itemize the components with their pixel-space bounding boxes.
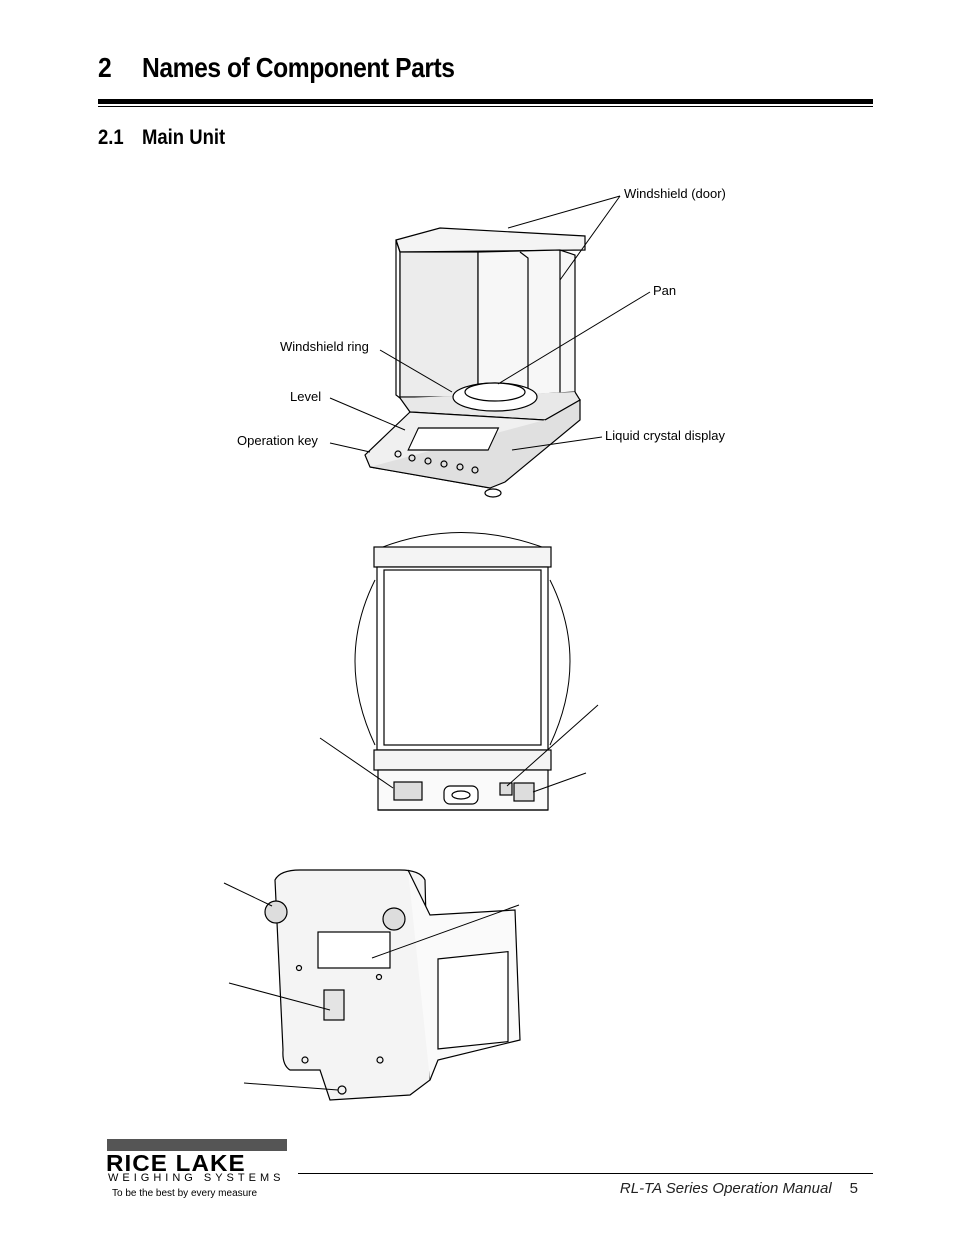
footer: RL-TA Series Operation Manual 5 (620, 1180, 858, 1197)
leader-lines-bottom (223, 882, 520, 1091)
callout-operation-key: Operation key (237, 433, 318, 448)
callout-pan: Pan (653, 283, 677, 298)
section-heading: 2 Names of Component Parts (98, 52, 455, 84)
logo-bar (107, 1139, 287, 1151)
leader-lines-rear (319, 704, 599, 793)
front-view-illustration (364, 227, 586, 498)
subsection-title: Main Unit (142, 126, 226, 149)
subsection-heading: 2.1 Main Unit (98, 126, 225, 150)
callout-windshield-ring: Windshield ring (280, 339, 369, 354)
heading-rule-thin (98, 106, 873, 107)
manual-title: RL-TA Series Operation Manual (619, 1180, 832, 1197)
bottom-view-illustration (264, 869, 521, 1101)
leader-lines-front (329, 195, 651, 453)
callout-windshield-door: Windshield (door) (624, 186, 726, 201)
page-number: 5 (849, 1180, 858, 1197)
subsection-number: 2.1 (98, 126, 124, 149)
logo-tagline: To be the best by every measure (112, 1188, 258, 1199)
callout-lcd: Liquid crystal display (605, 428, 725, 443)
section-title: Names of Component Parts (142, 52, 455, 83)
logo-name: RICE LAKE (106, 1150, 246, 1176)
callout-level: Level (290, 389, 322, 404)
heading-rule (98, 99, 873, 104)
footer-rule (298, 1173, 873, 1174)
section-number: 2 (98, 52, 112, 83)
logo-subtitle: WEIGHING SYSTEMS (108, 1172, 285, 1184)
rear-view-illustration (354, 532, 571, 811)
